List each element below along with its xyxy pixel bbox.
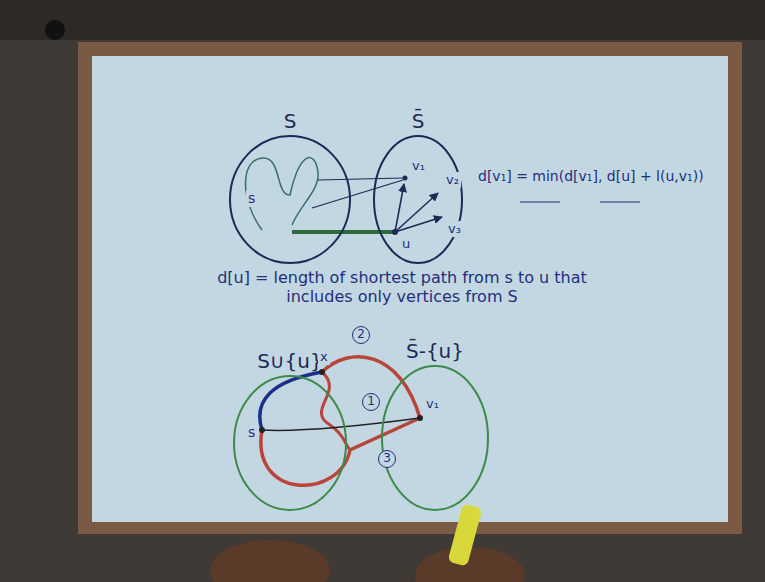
- ellipse-outline: [380, 364, 490, 512]
- edge-line: [312, 180, 403, 208]
- vertex-label: v₂: [444, 172, 461, 188]
- vertex-dot: [403, 176, 408, 181]
- vertex-label: v₁: [424, 396, 441, 412]
- hand: [210, 540, 330, 582]
- callout-number: 3: [378, 450, 396, 468]
- ellipse: [374, 136, 462, 263]
- set-ellipse: S̄-{u}: [380, 340, 490, 512]
- region-sketch: [246, 158, 319, 230]
- vertex-label: s: [246, 424, 257, 441]
- set-name: S: [228, 110, 352, 132]
- callout-number: 2: [352, 326, 370, 344]
- set-ellipse: S: [228, 110, 352, 265]
- red-path: [322, 357, 420, 418]
- ellipse: [382, 366, 488, 510]
- ellipse-outline: [372, 134, 464, 265]
- definition-note: d[u] = length of shortest path from s to…: [200, 268, 604, 306]
- vertex-label: s: [246, 190, 257, 207]
- callout-number: 1: [362, 393, 380, 411]
- marker: [448, 503, 483, 566]
- wall: [0, 0, 765, 40]
- arrow: [395, 193, 438, 232]
- ellipse-outline: [232, 374, 348, 512]
- arrow: [395, 217, 442, 232]
- frame: [78, 42, 742, 534]
- paper: [92, 56, 728, 522]
- update-formula: d[v₁] = min(d[v₁], d[u] + l(u,v₁)): [476, 168, 710, 185]
- set-name: S̄-{u}: [380, 340, 490, 362]
- vertex-dot: [259, 427, 265, 433]
- ellipse: [234, 376, 346, 510]
- ellipse: [230, 136, 350, 263]
- pin: [45, 20, 65, 40]
- underline: [600, 202, 640, 203]
- set-name: S∪{u}: [232, 350, 348, 372]
- vertex-label: v₃: [446, 221, 463, 237]
- vertex-label: x: [318, 349, 330, 365]
- underline: [520, 202, 560, 203]
- red-path: [261, 418, 420, 485]
- set-name: S̄: [372, 110, 464, 132]
- edge-line: [318, 178, 403, 180]
- vertex-dot: [392, 229, 398, 235]
- black-path: [262, 418, 420, 430]
- vertex-label: u: [400, 236, 412, 252]
- vertex-label: v₁: [410, 158, 427, 174]
- vertex-dot: [417, 415, 423, 421]
